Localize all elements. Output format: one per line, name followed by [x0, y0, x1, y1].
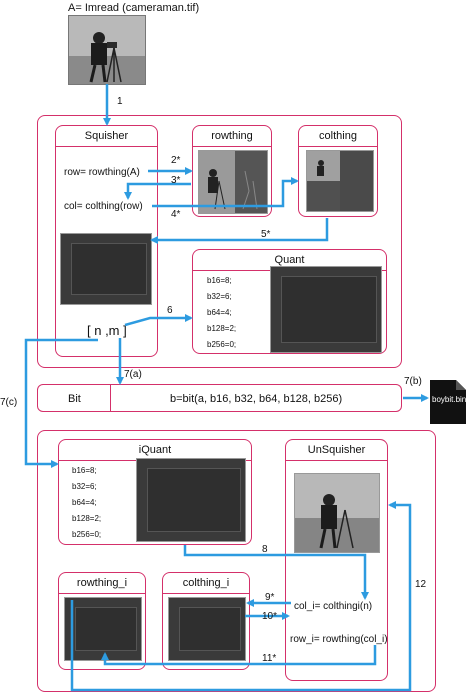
step-label: 9* — [265, 592, 275, 603]
step-label: 5* — [261, 229, 271, 240]
unsquisher-row-line: row_i= rowthing(col_i) — [290, 634, 388, 645]
rowthing-image — [198, 150, 268, 214]
squisher-col-line: col= colthing(row) — [64, 201, 143, 212]
iquant-line: b256=0; — [72, 530, 102, 539]
file-name: boybit.bin — [432, 395, 467, 404]
cameraman-image — [68, 15, 146, 85]
step-label: 10* — [262, 611, 278, 622]
step-label: 1 — [117, 96, 123, 107]
quant-plot — [270, 266, 382, 353]
quant-line: b128=2; — [207, 324, 237, 333]
bit-formula: b=bit(a, b16, b32, b64, b128, b256) — [170, 393, 343, 405]
header-code: A= Imread (cameraman.tif) — [68, 2, 200, 14]
step-label: 7(b) — [404, 376, 422, 387]
quant-line: b32=6; — [207, 292, 232, 301]
squisher-row-line: row= rowthing(A) — [64, 167, 140, 178]
unsquisher-title: UnSquisher — [286, 440, 387, 461]
cameraman-figure — [69, 16, 145, 84]
squisher-title: Squisher — [56, 126, 157, 147]
iquant-line: b64=4; — [72, 498, 97, 507]
quant-line: b256=0; — [207, 340, 237, 349]
iquant-plot — [136, 458, 246, 542]
iquant-line: b128=2; — [72, 514, 102, 523]
step-label: 3* — [171, 175, 181, 186]
rowthing-title: rowthing — [193, 126, 271, 147]
iquant-line: b32=6; — [72, 482, 97, 491]
rowthing-i-title: rowthing_i — [59, 573, 145, 594]
file-icon — [428, 378, 468, 426]
step-label: 4* — [171, 209, 181, 220]
iquant-line: b16=8; — [72, 466, 97, 475]
step-label: 11* — [262, 653, 277, 664]
squisher-plot — [60, 233, 152, 305]
step-label: 12 — [415, 579, 427, 590]
colthing-image — [306, 150, 374, 212]
colthing-i-plot — [168, 597, 246, 661]
step-label: 2* — [171, 155, 181, 166]
unsquisher-col-line: col_i= colthingi(n) — [294, 601, 373, 612]
step-label: 6 — [167, 305, 173, 316]
step-label: 8 — [262, 544, 268, 555]
step-label: 7(c) — [0, 397, 18, 408]
colthing-title: colthing — [299, 126, 377, 147]
bit-title: Bit — [68, 393, 81, 405]
quant-line: b64=4; — [207, 308, 232, 317]
quant-line: b16=8; — [207, 276, 232, 285]
colthing-i-title: colthing_i — [163, 573, 249, 594]
unsquisher-image — [294, 473, 380, 553]
rowthing-i-plot — [64, 597, 142, 661]
squisher-nm: [ n ,m ] — [87, 323, 127, 338]
step-label: 7(a) — [124, 369, 142, 380]
